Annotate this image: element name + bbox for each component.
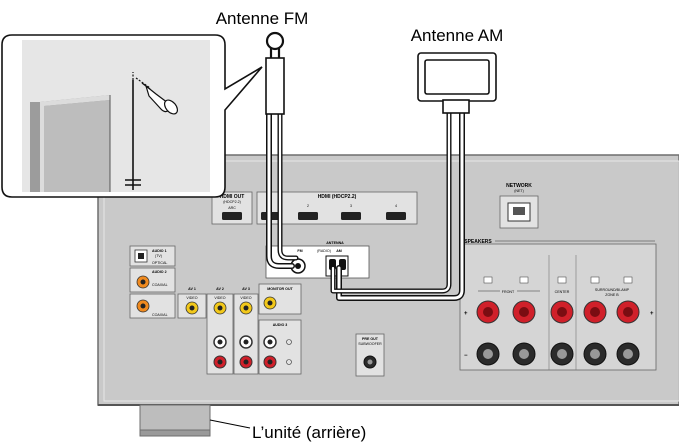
- hdmi-port-3: [341, 212, 361, 220]
- audio1-label: AUDIO 1: [152, 249, 167, 253]
- av-inputs-section: AV 1 VIDEO AV 2 VIDEO AV 3 VIDEO MONITOR…: [177, 283, 302, 375]
- pre-out-frame: [355, 333, 385, 377]
- fm-mounting-inset: [1, 34, 263, 198]
- am-antenna-label: Antenne AM: [411, 26, 504, 45]
- hdmi-section: HDMI OUT (HDCP2.2) ARC HDMI (HDCP2.2) 2 …: [211, 191, 418, 225]
- audio1-sub-label: (TV): [155, 254, 162, 258]
- receiver-foot: [139, 404, 211, 434]
- front-label: FRONT: [502, 290, 515, 294]
- av1-video-label: VIDEO: [186, 296, 197, 300]
- am-label: AM: [336, 249, 342, 253]
- antenna-label: ANTENNA: [326, 241, 344, 245]
- fm-label: FM: [297, 249, 302, 253]
- hdmi-number-3: 3: [350, 204, 352, 208]
- hdmi-port-2: [298, 212, 318, 220]
- audio3-label: AUDIO 3: [273, 323, 288, 327]
- hdmi-out-sub-label: (HDCP2.2): [223, 200, 241, 204]
- unit-rear-label: L’unité (arrière): [252, 423, 366, 442]
- speakers-label: SPEAKERS: [464, 239, 492, 245]
- hdmi-group-label: HDMI (HDCP2.2): [318, 194, 357, 200]
- monitor-out-label: MONITOR OUT: [267, 287, 293, 291]
- am-antenna-base: [442, 99, 470, 114]
- antenna-section: ANTENNA FM (RADIO) AM 75 Ω: [265, 241, 370, 279]
- av1-label: AV 1: [188, 287, 196, 291]
- receiver-foot-base: [139, 429, 211, 437]
- arc-label: ARC: [228, 206, 236, 210]
- pre-out-label: PRE OUT: [362, 337, 379, 341]
- subwoofer-label: SUBWOOFER: [358, 342, 382, 346]
- fm-antenna-body: [265, 57, 285, 115]
- network-section: NETWORK (NET): [499, 183, 539, 229]
- av3-label: AV 3: [242, 287, 250, 291]
- network-label: NETWORK: [506, 183, 532, 189]
- fm-antenna-loop: [265, 31, 285, 51]
- hdmi-out-port: [222, 212, 242, 220]
- fm-antenna-label: Antenne FM: [216, 9, 309, 28]
- av2-video-label: VIDEO: [214, 296, 225, 300]
- av3-video-label: VIDEO: [240, 296, 251, 300]
- fm-antenna: Antenne FM: [216, 9, 309, 115]
- thumbtack-icon: [141, 82, 179, 115]
- audio-inputs-section: AUDIO 1 (TV) OPTICAL AUDIO 2 COAXIAL COA…: [129, 245, 176, 319]
- plus-left: +: [464, 311, 468, 317]
- panel-inner-bevel: [103, 160, 679, 402]
- hdmi-number-2: 2: [307, 204, 309, 208]
- speakers-section: SPEAKERS + − + FRONT CENTER SURROUND/BI-…: [459, 239, 657, 371]
- am-antenna: Antenne AM: [411, 26, 504, 114]
- antenna-frame: [265, 245, 370, 279]
- hdmi-number-4: 4: [395, 204, 397, 208]
- optical-label: OPTICAL: [152, 261, 167, 265]
- unit-leader-line: [209, 419, 251, 429]
- surround-label: SURROUND/BI-AMP: [595, 288, 630, 292]
- coaxial-label-av1: COAXIAL: [152, 313, 168, 317]
- plus-right: +: [650, 311, 654, 317]
- coaxial-label-audio2: COAXIAL: [152, 283, 168, 287]
- hdmi-out-label: HDMI OUT: [220, 194, 245, 200]
- zone-b-label: ZONE B: [605, 293, 619, 297]
- network-sub-label: (NET): [514, 189, 524, 193]
- av2-label: AV 2: [216, 287, 224, 291]
- pre-out-section: PRE OUT SUBWOOFER: [355, 333, 385, 377]
- fm-antenna-cable: [266, 107, 299, 269]
- lan-port-inner: [513, 207, 525, 215]
- radio-label: (RADIO): [317, 249, 331, 253]
- am-antenna-cable: [330, 109, 465, 301]
- audio2-label: AUDIO 2: [152, 270, 167, 274]
- minus-left: −: [464, 353, 468, 359]
- hdmi-port-4: [386, 212, 406, 220]
- center-label: CENTER: [555, 290, 570, 294]
